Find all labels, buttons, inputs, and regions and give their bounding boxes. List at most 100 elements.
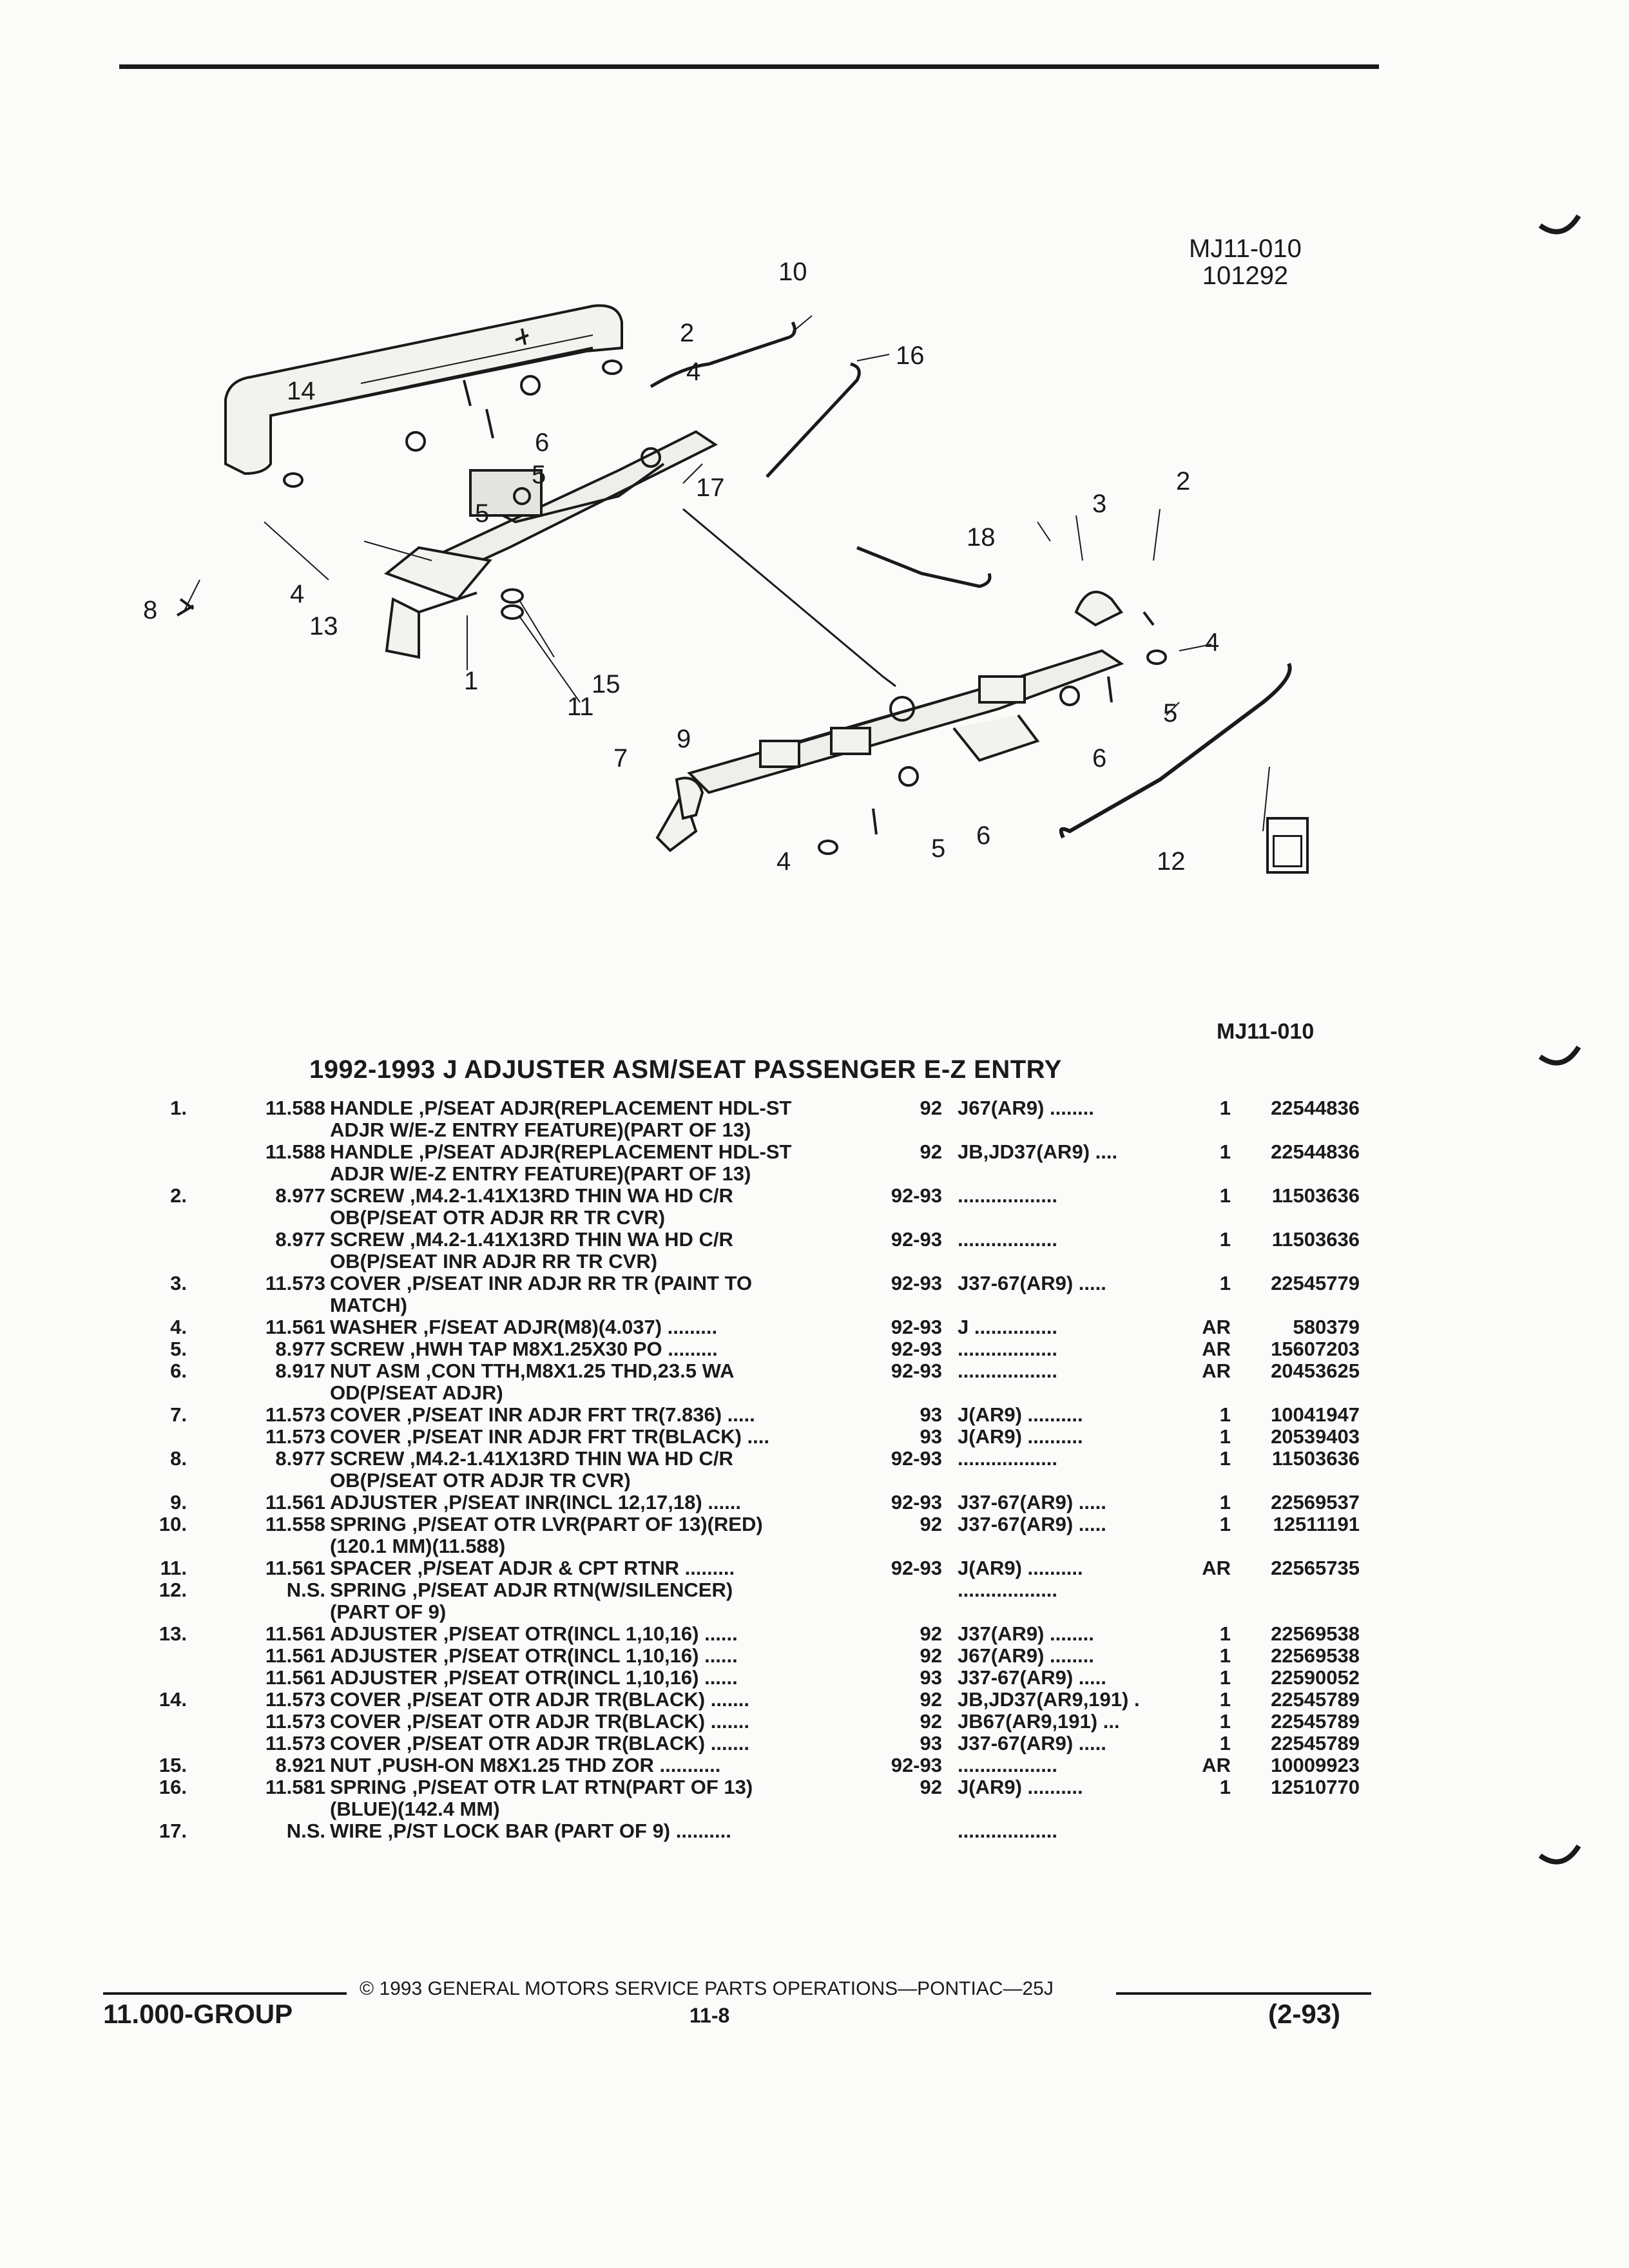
cell-yr: 92 bbox=[920, 1710, 942, 1733]
cell-qty: 1 bbox=[1219, 1732, 1231, 1754]
binding-mark-1 bbox=[1538, 214, 1581, 235]
cell-num: 1. bbox=[170, 1097, 187, 1119]
svg-text:17: 17 bbox=[696, 474, 725, 502]
table-row: OB(P/SEAT INR ADJR RR TR CVR) bbox=[0, 1250, 1629, 1273]
binding-mark-3 bbox=[1538, 1844, 1581, 1865]
wire-17-drawing bbox=[682, 508, 896, 687]
cell-grp: 11.573 bbox=[265, 1425, 325, 1448]
cell-qty: 1 bbox=[1219, 1688, 1231, 1711]
cell-mdl: J37-67(AR9) ..... bbox=[958, 1666, 1106, 1689]
table-row: MATCH) bbox=[0, 1294, 1629, 1316]
gm-spo-logo bbox=[1266, 817, 1309, 874]
cell-mdl: J(AR9) .......... bbox=[958, 1776, 1083, 1798]
cell-mdl: JB,JD37(AR9,191) . bbox=[958, 1688, 1140, 1711]
cell-part: 20453625 bbox=[1271, 1360, 1360, 1382]
svg-text:16: 16 bbox=[896, 341, 925, 370]
cell-num: 15. bbox=[159, 1754, 187, 1776]
cell-mdl: J37-67(AR9) ..... bbox=[958, 1272, 1106, 1294]
cell-mdl: J37-67(AR9) ..... bbox=[958, 1513, 1106, 1535]
cell-mdl: J(AR9) .......... bbox=[958, 1403, 1083, 1426]
cell-desc: SCREW ,HWH TAP M8X1.25X30 PO ......... bbox=[330, 1338, 718, 1360]
table-row: 12.N.S.SPRING ,P/SEAT ADJR RTN(W/SILENCE… bbox=[0, 1579, 1629, 1601]
table-row: (120.1 MM)(11.588) bbox=[0, 1535, 1629, 1557]
cell-qty: 1 bbox=[1219, 1447, 1231, 1470]
svg-text:4: 4 bbox=[290, 580, 304, 608]
cell-desc: COVER ,P/SEAT OTR ADJR TR(BLACK) ....... bbox=[330, 1710, 750, 1733]
cell-qty: 1 bbox=[1219, 1513, 1231, 1535]
cell-desc: OB(P/SEAT INR ADJR RR TR CVR) bbox=[330, 1250, 658, 1273]
cell-desc: OD(P/SEAT ADJR) bbox=[330, 1381, 503, 1404]
cell-part: 22545779 bbox=[1271, 1272, 1360, 1294]
cell-grp: 11.581 bbox=[265, 1776, 325, 1798]
svg-text:5: 5 bbox=[475, 499, 489, 528]
cell-num: 16. bbox=[159, 1776, 187, 1798]
cell-num: 2. bbox=[170, 1184, 187, 1207]
cell-desc: ADJUSTER ,P/SEAT INR(INCL 12,17,18) ....… bbox=[330, 1491, 741, 1514]
cell-part: 20539403 bbox=[1271, 1425, 1360, 1448]
cell-mdl: J37-67(AR9) ..... bbox=[958, 1491, 1106, 1514]
cell-yr: 92-93 bbox=[891, 1272, 942, 1294]
screw-5c-drawing bbox=[1107, 676, 1113, 703]
cell-num: 13. bbox=[159, 1622, 187, 1645]
cell-part: 22545789 bbox=[1271, 1710, 1360, 1733]
cell-grp: 11.573 bbox=[265, 1710, 325, 1733]
cell-num: 12. bbox=[159, 1579, 187, 1601]
cell-num: 4. bbox=[170, 1316, 187, 1338]
cell-grp: 8.977 bbox=[275, 1447, 325, 1470]
cell-desc: SPACER ,P/SEAT ADJR & CPT RTNR ......... bbox=[330, 1557, 735, 1579]
svg-text:6: 6 bbox=[1092, 744, 1106, 773]
screw-5a-drawing bbox=[463, 380, 472, 407]
cell-qty: AR bbox=[1202, 1754, 1231, 1776]
spring-18-drawing bbox=[856, 546, 992, 588]
cell-num: 5. bbox=[170, 1338, 187, 1360]
cell-mdl: .................. bbox=[958, 1820, 1058, 1842]
svg-text:5: 5 bbox=[931, 834, 945, 863]
svg-text:9: 9 bbox=[677, 725, 691, 753]
nut-6a-drawing bbox=[520, 375, 541, 396]
svg-text:5: 5 bbox=[1163, 699, 1177, 727]
spring-12-drawing bbox=[1059, 662, 1292, 839]
footer-page-number: 11-8 bbox=[689, 2004, 730, 2027]
cell-part: 10009923 bbox=[1271, 1754, 1360, 1776]
cell-qty: 1 bbox=[1219, 1184, 1231, 1207]
cell-part: 22569538 bbox=[1271, 1644, 1360, 1667]
cell-mdl: J37-67(AR9) ..... bbox=[958, 1732, 1106, 1754]
cell-mdl: J ............... bbox=[958, 1316, 1058, 1338]
exploded-parts-diagram: 14 2 4 10 16 6 5 5 17 18 3 2 4 5 6 6 5 4… bbox=[116, 213, 1405, 934]
cell-grp: 11.573 bbox=[265, 1732, 325, 1754]
cell-grp: 11.561 bbox=[265, 1316, 325, 1338]
cell-qty: 1 bbox=[1219, 1425, 1231, 1448]
cell-yr: 92-93 bbox=[891, 1316, 942, 1338]
nut-6b-drawing bbox=[405, 431, 426, 452]
cell-mdl: .................. bbox=[958, 1184, 1058, 1207]
cell-desc: ADJUSTER ,P/SEAT OTR(INCL 1,10,16) .....… bbox=[330, 1644, 738, 1667]
cell-desc: ADJUSTER ,P/SEAT OTR(INCL 1,10,16) .....… bbox=[330, 1622, 738, 1645]
cell-grp: 8.917 bbox=[275, 1360, 325, 1382]
cell-qty: 1 bbox=[1219, 1710, 1231, 1733]
spring-16-drawing bbox=[766, 362, 861, 478]
cell-grp: 8.921 bbox=[275, 1754, 325, 1776]
cell-num: 17. bbox=[159, 1820, 187, 1842]
cell-yr: 92 bbox=[920, 1776, 942, 1798]
table-row: OD(P/SEAT ADJR) bbox=[0, 1381, 1629, 1404]
cell-part: 22565735 bbox=[1271, 1557, 1360, 1579]
svg-text:6: 6 bbox=[535, 428, 549, 457]
svg-text:4: 4 bbox=[776, 847, 791, 876]
cell-mdl: J37(AR9) ........ bbox=[958, 1622, 1094, 1645]
cell-desc: HANDLE ,P/SEAT ADJR(REPLACEMENT HDL-ST bbox=[330, 1140, 792, 1163]
svg-text:6: 6 bbox=[976, 822, 990, 850]
svg-text:11: 11 bbox=[567, 693, 594, 721]
cell-qty: 1 bbox=[1219, 1403, 1231, 1426]
cell-desc: ADJUSTER ,P/SEAT OTR(INCL 1,10,16) .....… bbox=[330, 1666, 738, 1689]
svg-text:4: 4 bbox=[1205, 628, 1219, 657]
svg-text:1: 1 bbox=[464, 667, 478, 695]
svg-text:10: 10 bbox=[778, 258, 807, 286]
svg-text:3: 3 bbox=[1092, 490, 1106, 518]
